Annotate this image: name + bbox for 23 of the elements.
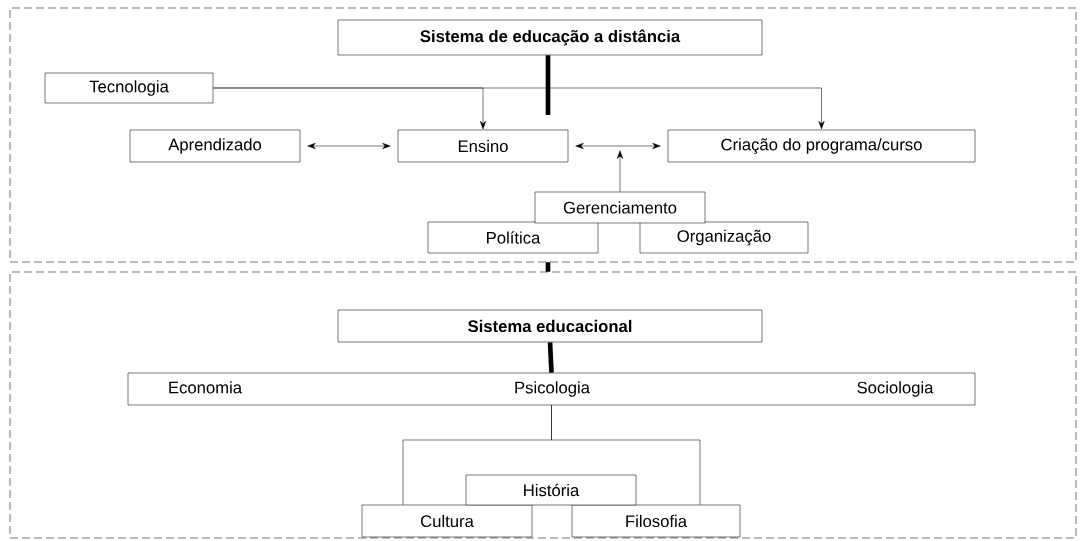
process-box: Filosofia <box>571 504 741 538</box>
arrow <box>307 143 391 149</box>
title-box: Sistema de educação a distância <box>337 19 763 56</box>
category-box: Economia Psicologia Sociologia <box>127 372 976 406</box>
region-border <box>9 7 1077 263</box>
arrow <box>575 143 661 149</box>
arrow <box>617 150 623 192</box>
process-box: Cultura <box>361 504 533 538</box>
connector-line <box>551 405 701 505</box>
thick-bar <box>545 55 551 115</box>
process-box: Ensino <box>397 129 569 163</box>
region-border <box>9 271 1077 539</box>
process-box: História <box>465 474 637 506</box>
arrow <box>213 87 825 130</box>
process-box: Gerenciamento <box>534 191 706 224</box>
thick-bar <box>545 262 551 272</box>
process-box: Organização <box>639 221 809 254</box>
process-box: Criação do programa/curso <box>667 129 976 163</box>
process-box: Política <box>427 221 599 254</box>
process-box: Aprendizado <box>129 129 301 163</box>
title-box: Sistema educacional <box>337 309 763 343</box>
thick-bar <box>547 342 554 373</box>
process-box: Tecnologia <box>44 72 214 104</box>
